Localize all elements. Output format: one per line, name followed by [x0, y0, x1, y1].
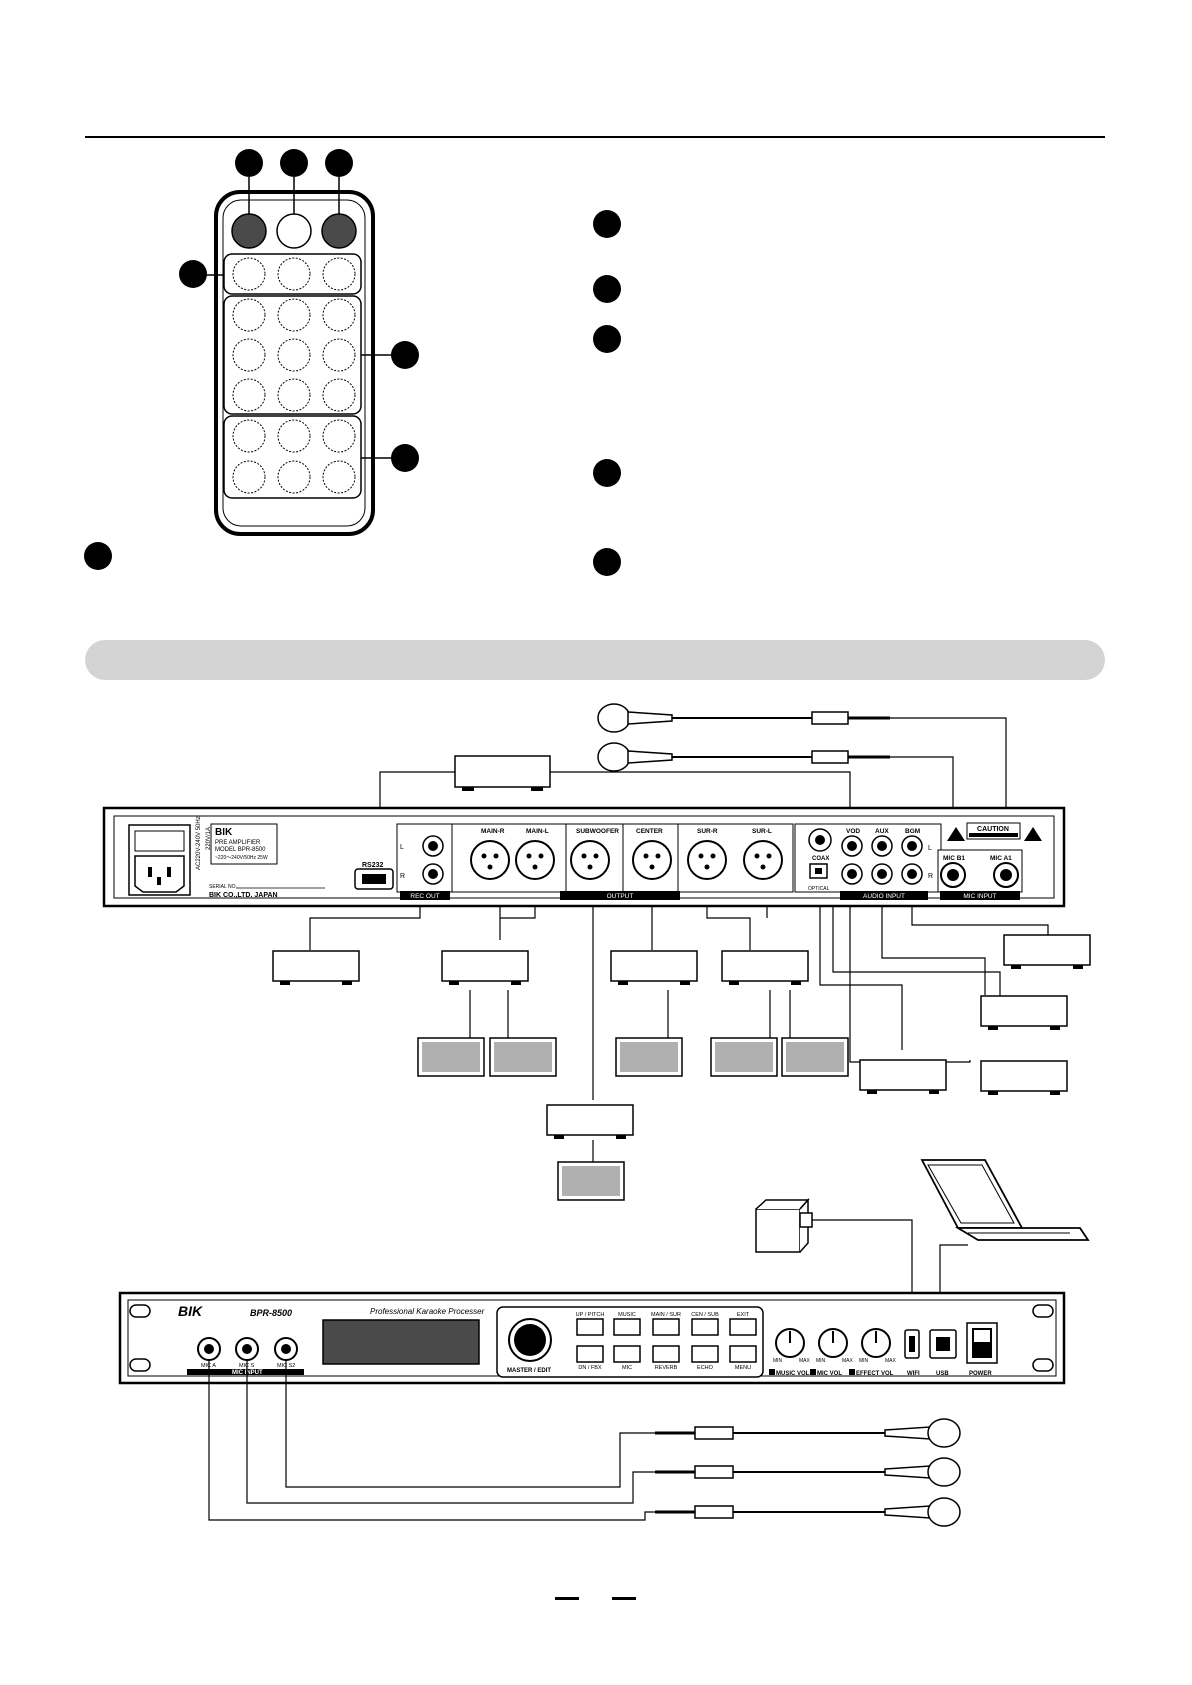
remote-group-2-buttons[interactable] [232, 298, 356, 412]
sur-l-label: SUR-L [752, 828, 772, 835]
effect-min-label: MIN [859, 1358, 869, 1364]
microphone-icon-3 [927, 1418, 961, 1448]
btn-echo-label: ECHO [697, 1365, 714, 1371]
rca-input-jacks[interactable] [841, 835, 923, 885]
laptop-icon [920, 1159, 1090, 1330]
vod-label: VOD [846, 828, 860, 835]
center-label: CENTER [636, 828, 663, 835]
power-side-label-2: 220V/1A [206, 827, 212, 850]
main-l-label: MAIN-L [526, 828, 549, 835]
page-number-mark-left [555, 1597, 579, 1600]
lcd-display [322, 1319, 480, 1365]
front-panel: BIK BPR-8500 Professional Karaoke Proces… [118, 1291, 1066, 1385]
subwoofer-label: SUBWOOFER [576, 828, 619, 835]
amplifier-feet [280, 965, 1083, 1139]
audio-input-label: AUDIO INPUT [863, 893, 905, 900]
xlr-output-jacks[interactable] [470, 840, 783, 880]
rear-label-line1: PRE AMPLIFIER [215, 840, 261, 846]
bgm-label: BGM [905, 828, 920, 835]
coax-label: COAX [812, 856, 829, 862]
front-function-buttons[interactable] [576, 1318, 757, 1363]
bgm-r-label: R [928, 873, 933, 880]
rec-r-label: R [400, 873, 405, 880]
music-min-label: MIN [773, 1358, 783, 1364]
effect-max-label: MAX [885, 1358, 897, 1364]
rear-wiring [309, 717, 1049, 1165]
rec-out-label: REC OUT [410, 893, 439, 900]
btn-reverb-label: REVERB [655, 1365, 678, 1371]
power-label: POWER [969, 1371, 992, 1377]
btn-menu-label: MENU [735, 1365, 751, 1371]
aux-label: AUX [875, 828, 889, 835]
master-edit-label: MASTER / EDIT [507, 1368, 551, 1374]
usb-label: USB [936, 1371, 949, 1377]
microphone-icon-5 [927, 1497, 961, 1527]
rear-maker: BIK CO.,LTD. JAPAN [209, 892, 278, 899]
mic-b1-label: MIC B1 [943, 855, 965, 862]
rear-panel: AC220V-240V 50Hz 220V/1A BIK PRE AMPLIFI… [102, 806, 1066, 908]
effect-vol-label: EFFECT VOL [856, 1371, 894, 1377]
section-banner [85, 640, 1105, 680]
device-box-top [454, 755, 551, 791]
btn-cen-sub-label: CEN / SUB [691, 1312, 719, 1318]
music-vol-label: MUSIC VOL [776, 1371, 810, 1377]
rear-mic-input-label: MIC INPUT [963, 893, 996, 900]
rear-label-line3: ~220～240V/50Hz 25W [215, 855, 268, 861]
amplifier-boxes [272, 934, 1091, 1136]
bgm-l-label: L [928, 845, 932, 852]
front-mic-cables [655, 1418, 961, 1527]
rear-label-line2: MODEL BPR-8500 [215, 847, 266, 853]
microphone-icon-4 [927, 1457, 961, 1487]
rear-serial: SERIAL NO. [209, 884, 237, 890]
btn-mic-label: MIC [622, 1365, 632, 1371]
btn-exit-label: EXIT [737, 1312, 750, 1318]
mic-min-label: MIN [816, 1358, 826, 1364]
microphone-icon-1 [597, 703, 890, 733]
volume-knobs[interactable] [775, 1328, 891, 1358]
page-number-mark-right [612, 1597, 636, 1600]
wifi-label: WIFI [907, 1371, 920, 1377]
main-r-label: MAIN-R [481, 828, 505, 835]
btn-up-pitch-label: UP / PITCH [576, 1312, 605, 1318]
music-max-label: MAX [799, 1358, 811, 1364]
btn-dn-fbx-label: DN / FBX [578, 1365, 602, 1371]
front-brand: BIK [178, 1303, 203, 1319]
btn-main-sur-label: MAIN / SUR [651, 1312, 681, 1318]
power-side-label-1: AC220V-240V 50Hz [196, 816, 202, 870]
caution-label: CAUTION [977, 826, 1009, 833]
sur-r-label: SUR-R [697, 828, 718, 835]
callout-markers [84, 149, 621, 576]
mic-vol-label: MIC VOL [817, 1371, 842, 1377]
output-label: OUTPUT [607, 893, 634, 900]
remote-group-3-buttons[interactable] [232, 419, 356, 494]
remote-group-1-buttons[interactable] [232, 257, 356, 291]
mic-max-label: MAX [842, 1358, 854, 1364]
remote-control [193, 177, 391, 536]
rear-brand: BIK [215, 827, 233, 838]
optical-label: OPTICAL [808, 886, 830, 892]
microphone-icon-2 [597, 742, 890, 772]
wifi-dongle-icon [755, 1198, 913, 1330]
speaker-boxes [417, 1037, 849, 1201]
mic-a1-label: MIC A1 [990, 855, 1012, 862]
btn-music-label: MUSIC [618, 1312, 636, 1318]
front-tagline: Professional Karaoke Processer [370, 1307, 485, 1316]
front-model: BPR-8500 [250, 1308, 292, 1318]
rec-l-label: L [400, 844, 404, 851]
front-mic-wiring [208, 1360, 655, 1521]
remote-mode-button[interactable] [321, 213, 357, 249]
remote-power-button[interactable] [231, 213, 267, 249]
rs232-label: RS232 [362, 862, 384, 869]
remote-mute-button[interactable] [276, 213, 312, 249]
